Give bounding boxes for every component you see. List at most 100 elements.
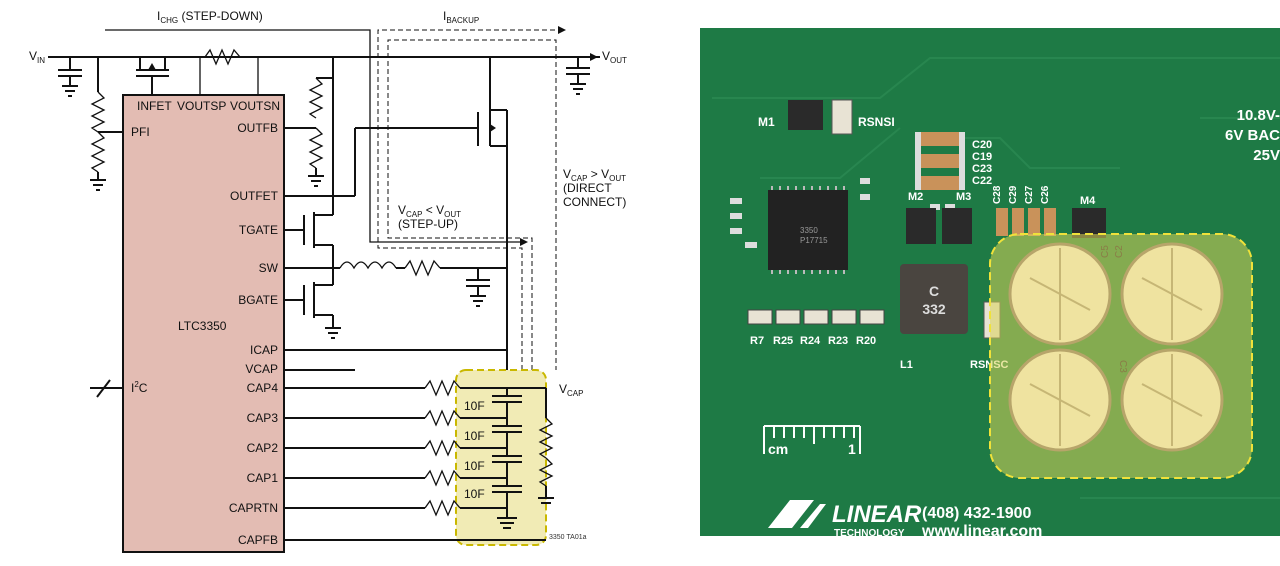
pin-infet: INFET [137, 99, 172, 113]
m1-mosfet [788, 100, 823, 130]
pin-voutsn: VOUTSN [230, 99, 280, 113]
refdes-c23: C23 [972, 163, 992, 175]
cap-value-1: 10F [464, 399, 485, 413]
refdes-c27: C27 [1024, 185, 1035, 204]
note-step-up-2: (STEP-UP) [398, 217, 458, 231]
cap-balance-lines [284, 379, 546, 541]
m3-mosfet [942, 208, 972, 244]
logo-sub: TECHNOLOGY [834, 528, 905, 536]
pin-outfb: OUTFB [237, 121, 278, 135]
note-direct-2: (DIRECT [563, 181, 612, 195]
cap-labels-c20-c22: C20 C19 C23 C22 [972, 139, 992, 187]
pin-pfi: PFI [131, 125, 150, 139]
resistor-row [747, 309, 885, 325]
bgate-transistor [284, 268, 341, 339]
ichg-label: ICHG (STEP-DOWN) [157, 9, 263, 25]
refdes-m3: M3 [956, 191, 971, 203]
pcb-photo: M1 RSNSI C20 C19 C23 C22 3350 P17715 M2 … [700, 28, 1280, 536]
refdes-r7: R7 [750, 335, 764, 347]
pin-cap1: CAP1 [247, 471, 279, 485]
refdes-l1: L1 [900, 359, 913, 371]
silkscreen-ruler [763, 425, 861, 454]
vcap-label: VCAP [559, 382, 583, 398]
sense-resistor-in [199, 48, 259, 95]
small-smd-parts [730, 178, 955, 248]
refdes-r25: R25 [773, 335, 793, 347]
spec-line-2: 6V BAC [1225, 127, 1280, 144]
refdes-c26: C26 [1040, 185, 1051, 204]
ichg-arrow [105, 29, 528, 246]
cap-value-3: 10F [464, 459, 485, 473]
refdes-r20: R20 [856, 335, 876, 347]
pin-cap2: CAP2 [247, 441, 279, 455]
output-capacitor [566, 57, 590, 95]
refdes-r24: R24 [800, 335, 821, 347]
refdes-c2: C2 [1114, 245, 1125, 258]
refdes-m2: M2 [908, 191, 923, 203]
outfb-divider [284, 57, 334, 196]
spec-line-1: 10.8V- [1237, 107, 1280, 124]
ruler-mark: 1 [848, 441, 856, 457]
chip-mark-1: 3350 [800, 226, 818, 235]
refdes-c22: C22 [972, 175, 992, 187]
pin-capfb: CAPFB [238, 533, 278, 547]
cap-bank-c26-c29 [996, 208, 1056, 236]
pin-sw: SW [259, 261, 279, 275]
chip-mark-2: P17715 [800, 236, 828, 245]
ruler-unit: cm [768, 441, 788, 457]
refdes-c19: C19 [972, 151, 992, 163]
m2-mosfet [906, 208, 936, 244]
pin-cap4: CAP4 [247, 381, 279, 395]
figure-id: 3350 TA01a [549, 534, 587, 541]
inductor-mark-1: C [929, 283, 939, 299]
cap-value-4: 10F [464, 487, 485, 501]
pin-caprtn: CAPRTN [229, 501, 278, 515]
supercaps [1008, 242, 1224, 452]
rsnsi-resistor [831, 99, 853, 135]
ibackup-arrow [377, 26, 566, 370]
refdes-m4: M4 [1080, 195, 1096, 207]
vcap-divider [507, 387, 554, 504]
outfet-transistor [354, 57, 508, 268]
infet-transistor [136, 57, 169, 95]
chip-name: LTC3350 [178, 319, 227, 333]
pin-bgate: BGATE [238, 293, 278, 307]
vout-label: VOUT [602, 49, 627, 65]
pin-icap: ICAP [250, 343, 278, 357]
sw-capacitor [466, 268, 490, 307]
pin-voutsp: VOUTSP [177, 99, 226, 113]
cap-stack-highlight [455, 369, 547, 546]
refdes-c29: C29 [1008, 185, 1019, 204]
refdes-m1: M1 [758, 115, 775, 129]
pin-cap3: CAP3 [247, 411, 279, 425]
vin-label: VIN [29, 49, 45, 65]
ltc3350-package [768, 190, 848, 270]
logo-word: LINEAR [832, 501, 922, 528]
inductor [339, 261, 397, 270]
note-direct-3: CONNECT) [563, 195, 626, 209]
refdes-c3: C3 [1117, 360, 1128, 373]
website: www.linear.com [921, 523, 1042, 536]
refdes-r23: R23 [828, 335, 848, 347]
pfi-divider [90, 57, 123, 191]
ibackup-label: IBACKUP [443, 9, 479, 25]
input-capacitor [58, 57, 82, 97]
spec-line-3: 25V [1253, 147, 1280, 164]
phone-number: (408) 432-1900 [922, 505, 1032, 522]
schematic-diagram: ICHG (STEP-DOWN) IBACKUP VIN VOUT [29, 9, 627, 553]
tgate-transistor [284, 196, 334, 268]
supercap-stack [492, 388, 522, 529]
pin-outfet: OUTFET [230, 189, 279, 203]
cap-value-2: 10F [464, 429, 485, 443]
ltc3350-chip [122, 94, 285, 553]
refdes-c20: C20 [972, 139, 992, 151]
refdes-c28: C28 [992, 185, 1003, 204]
cap-bank-c19-c23 [915, 132, 965, 190]
refdes-rsnsi: RSNSI [858, 115, 895, 129]
l1-inductor [900, 264, 968, 334]
pin-i2c: I2C [131, 380, 148, 395]
inductor-mark-2: 332 [922, 301, 946, 317]
pin-tgate: TGATE [239, 223, 278, 237]
note-step-up-1: VCAP < VOUT [398, 203, 461, 219]
pin-vcap: VCAP [245, 362, 278, 376]
